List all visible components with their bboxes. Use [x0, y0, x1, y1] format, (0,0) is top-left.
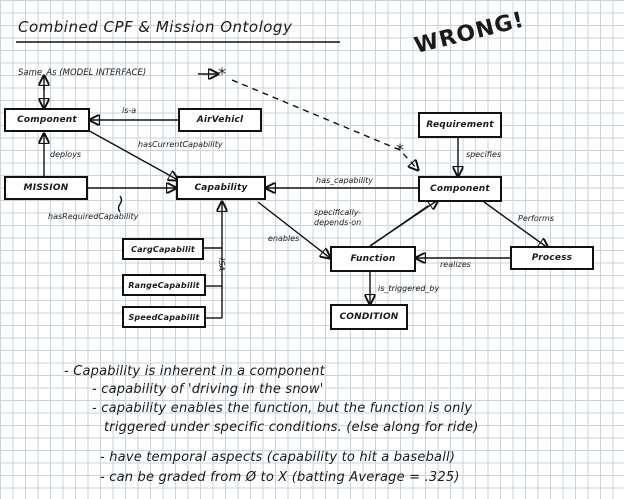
same-as-label: Same_As (MODEL INTERFACE) [18, 68, 147, 78]
triggered-by-label: is_triggered_by [378, 284, 440, 293]
component-node-left: Component [4, 108, 90, 132]
note-line-5: - have temporal aspects (capability to h… [100, 450, 456, 465]
depends-on-arrow-b [369, 205, 429, 247]
asterisk-top: * [218, 64, 226, 83]
note-line-4: triggered under specific conditions. (el… [104, 420, 479, 435]
isa-vertical-label: ISA [217, 258, 226, 271]
capability-node: Capability [176, 176, 266, 200]
realizes-label: realizes [440, 260, 471, 269]
has-current-capability-label: hasCurrentCapability [138, 140, 223, 149]
component-node-right: Component [418, 176, 502, 202]
enables-arrow [257, 201, 330, 258]
diagram-title: Combined CPF & Mission Ontology [18, 18, 293, 36]
has-capability-label: has_capability [316, 176, 374, 185]
has-current-capability-arrow [83, 127, 178, 180]
range-capability-node: RangeCapabilit [122, 274, 206, 296]
speed-capability-node: SpeedCapabilit [122, 306, 206, 328]
air-vehicle-node: AirVehicl [178, 108, 262, 132]
deploys-label: deploys [50, 150, 82, 159]
carg-capability-node: CargCapabilit [122, 238, 204, 260]
enables-label: enables [268, 234, 300, 243]
has-required-capability-label: hasRequiredCapability [48, 212, 139, 221]
requirement-node: Requirement [418, 112, 502, 138]
specifies-label: specifies [466, 150, 502, 159]
condition-node: CONDITION [330, 304, 408, 330]
note-line-6: - can be graded from Ø to X (batting Ave… [100, 470, 460, 485]
performs-arrow [483, 201, 548, 248]
note-line-3: - capability enables the function, but t… [92, 401, 473, 416]
performs-label: Performs [518, 214, 554, 223]
asterisk-right: * [396, 140, 404, 159]
note-line-1: - Capability is inherent in a component [64, 364, 325, 379]
note-line-2: - capability of 'driving in the snow' [92, 382, 324, 397]
dashed-model-interface-line [231, 79, 418, 170]
depends-on-label: specifically- depends-on [314, 208, 362, 227]
is-a-label: is-a [122, 106, 137, 115]
function-node: Function [330, 246, 416, 272]
squiggle-mark [117, 195, 123, 213]
mission-node: MISSION [4, 176, 88, 200]
process-node: Process [510, 246, 594, 270]
